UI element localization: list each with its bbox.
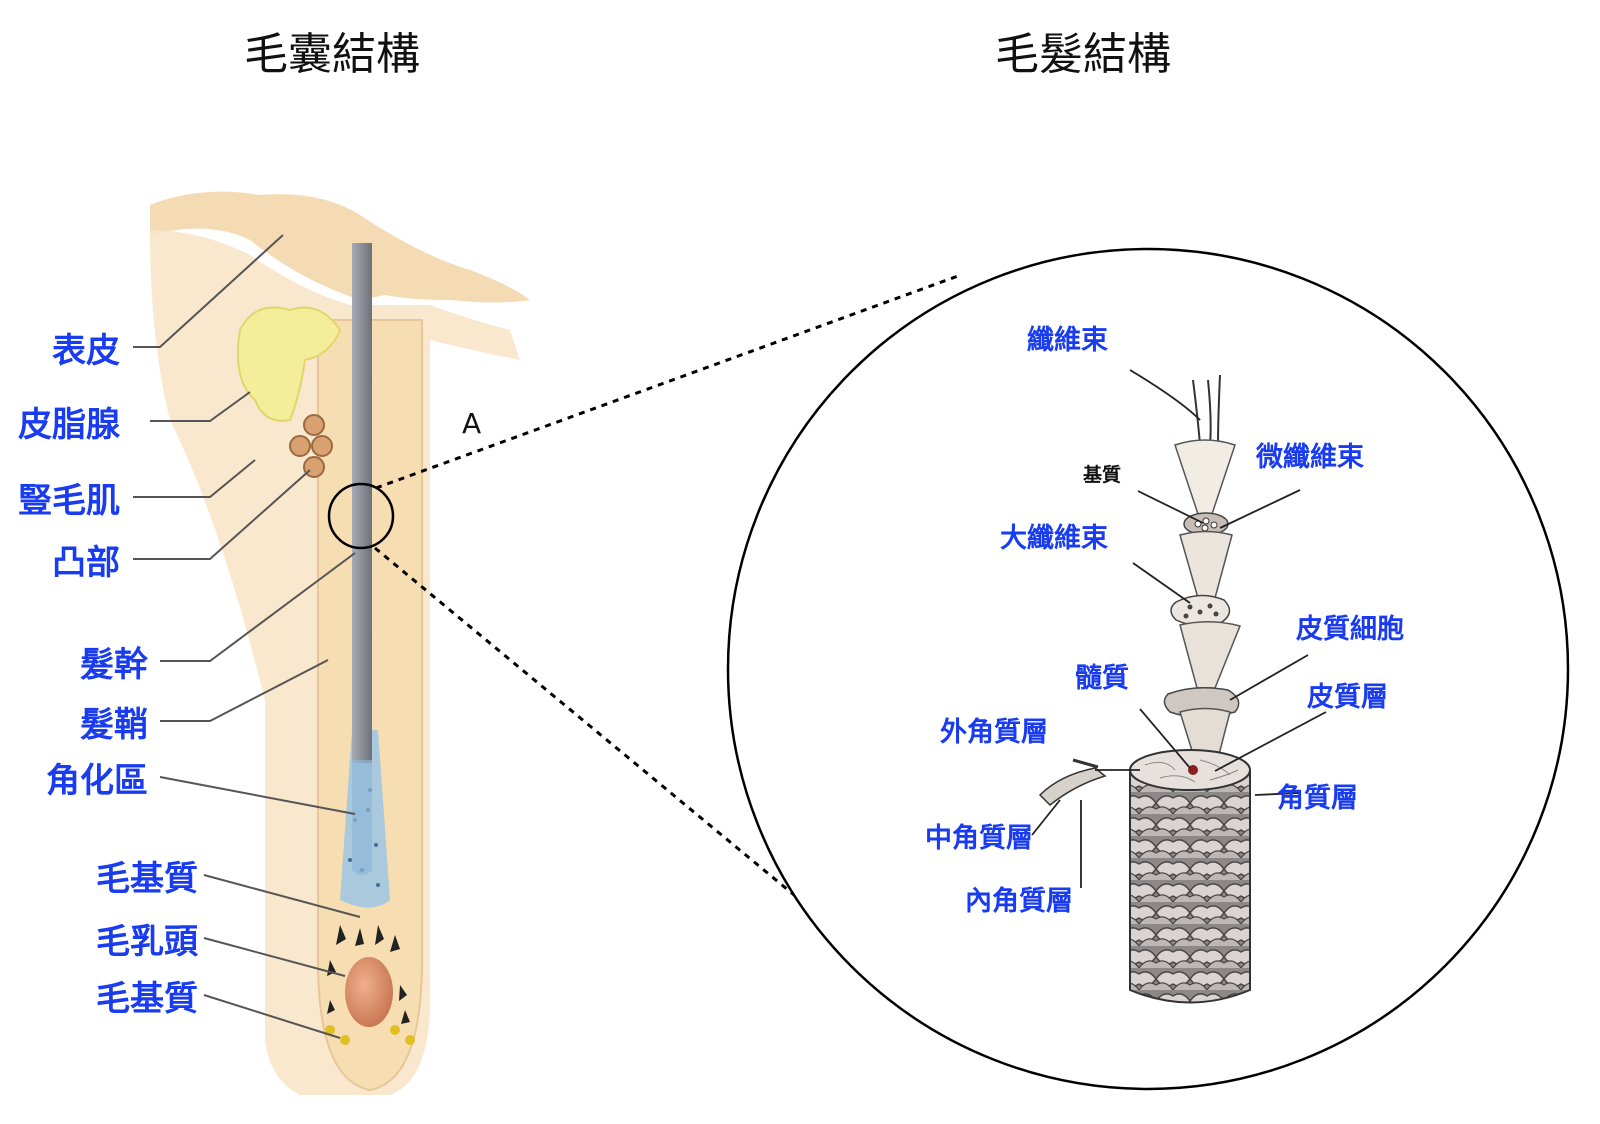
- label-mesocuticle: 中角質層: [925, 823, 1033, 854]
- epidermis-shape: [150, 191, 530, 303]
- label-hair-shaft: 髮幹: [80, 645, 148, 685]
- label-exocuticle: 外角質層: [940, 717, 1048, 748]
- label-medulla: 髓質: [1075, 663, 1129, 694]
- hair-cylinder-shape: [1129, 769, 1251, 1004]
- label-cortex: 皮質層: [1307, 682, 1388, 713]
- label-dermal-papilla: 毛乳頭: [96, 922, 198, 962]
- label-macrofibril: 大纖維束: [1000, 523, 1108, 554]
- hair-shaft-shape: [352, 243, 372, 763]
- label-fiber-bundle: 纖維束: [1027, 325, 1108, 356]
- hair-structure-title: 毛髮結構: [995, 29, 1171, 80]
- sebaceous-gland-shape: [236, 306, 342, 422]
- follicle-leader-lines: [133, 234, 361, 1039]
- follicle-illustration: [150, 191, 530, 1095]
- zoom-circle: [726, 247, 1570, 1091]
- dermal-papilla-shape: [345, 957, 393, 1027]
- label-epidermis: 表皮: [52, 331, 120, 371]
- zoom-connector-lines: [374, 274, 959, 940]
- follicle-structure-title: 毛囊結構: [244, 29, 420, 80]
- label-cortex-cell: 皮質細胞: [1296, 614, 1404, 645]
- label-sebaceous-gland: 皮脂腺: [18, 405, 120, 445]
- magnify-circle: [327, 482, 395, 550]
- label-keratinization-zone: 角化區: [46, 761, 148, 801]
- label-matrix: 基質: [1083, 464, 1122, 486]
- label-hair-matrix-2: 毛基質: [96, 979, 198, 1019]
- label-arrector-pili: 豎毛肌: [18, 481, 120, 521]
- hair-structure-illustration: [726, 247, 1570, 1091]
- label-cuticle: 角質層: [1277, 783, 1358, 814]
- label-microfibril: 微纖維束: [1256, 442, 1364, 473]
- label-bulge: 凸部: [52, 543, 120, 583]
- hair-leader-lines: [1031, 369, 1327, 888]
- label-hair-sheath: 髮鞘: [80, 705, 148, 745]
- marker-a: A: [462, 407, 482, 440]
- label-endocuticle: 內角質層: [965, 886, 1073, 917]
- label-hair-matrix-1: 毛基質: [96, 859, 198, 899]
